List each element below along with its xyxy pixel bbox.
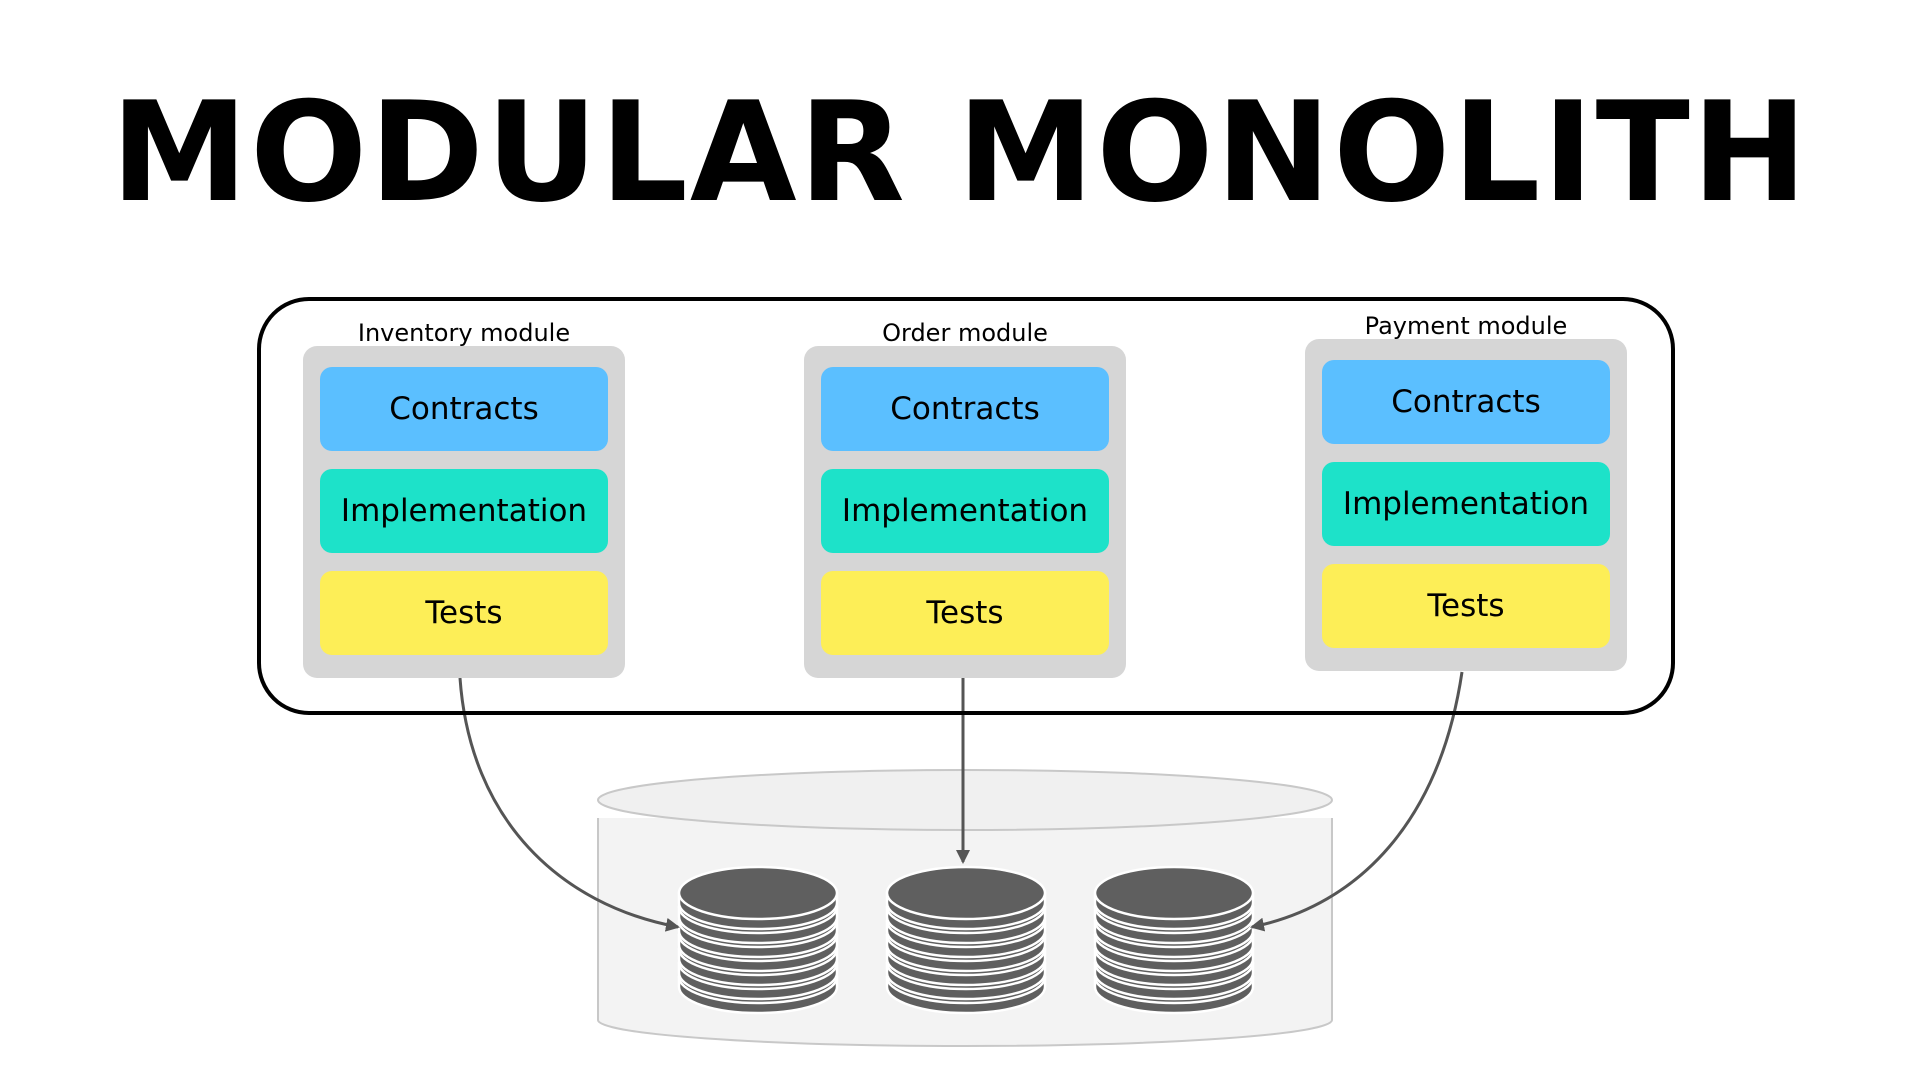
layer-tests: Tests bbox=[1322, 564, 1610, 648]
layer-contracts: Contracts bbox=[320, 367, 608, 451]
layer-tests: Tests bbox=[821, 571, 1109, 655]
module-label-inventory: Inventory module bbox=[357, 319, 571, 347]
module-inventory: Contracts Implementation Tests bbox=[303, 346, 625, 678]
layer-implementation: Implementation bbox=[320, 469, 608, 553]
layer-implementation: Implementation bbox=[1322, 462, 1610, 546]
layer-contracts: Contracts bbox=[1322, 360, 1610, 444]
layer-tests: Tests bbox=[320, 571, 608, 655]
layer-implementation: Implementation bbox=[821, 469, 1109, 553]
database-stack-icon bbox=[677, 865, 839, 1015]
monolith-boundary bbox=[257, 297, 1675, 715]
arrow-inventory-to-store bbox=[458, 677, 680, 932]
database-stack-icon bbox=[885, 865, 1047, 1015]
module-label-payment: Payment module bbox=[1364, 312, 1568, 340]
page-title: MODULAR MONOLITH bbox=[110, 72, 1810, 233]
layer-contracts: Contracts bbox=[821, 367, 1109, 451]
module-payment: Contracts Implementation Tests bbox=[1305, 339, 1627, 671]
arrow-payment-to-store bbox=[1250, 671, 1464, 932]
database-stack-icon bbox=[1093, 865, 1255, 1015]
module-order: Contracts Implementation Tests bbox=[804, 346, 1126, 678]
module-label-order: Order module bbox=[882, 319, 1048, 347]
